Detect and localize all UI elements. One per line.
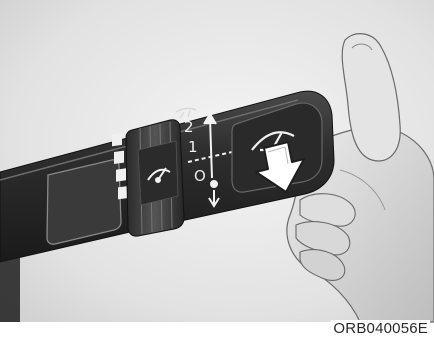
- position-1-label: 1: [188, 138, 198, 156]
- position-off-label: O: [194, 167, 206, 185]
- figure-reference-code: ORB040056E: [331, 320, 430, 338]
- position-2-label: 2: [184, 118, 194, 136]
